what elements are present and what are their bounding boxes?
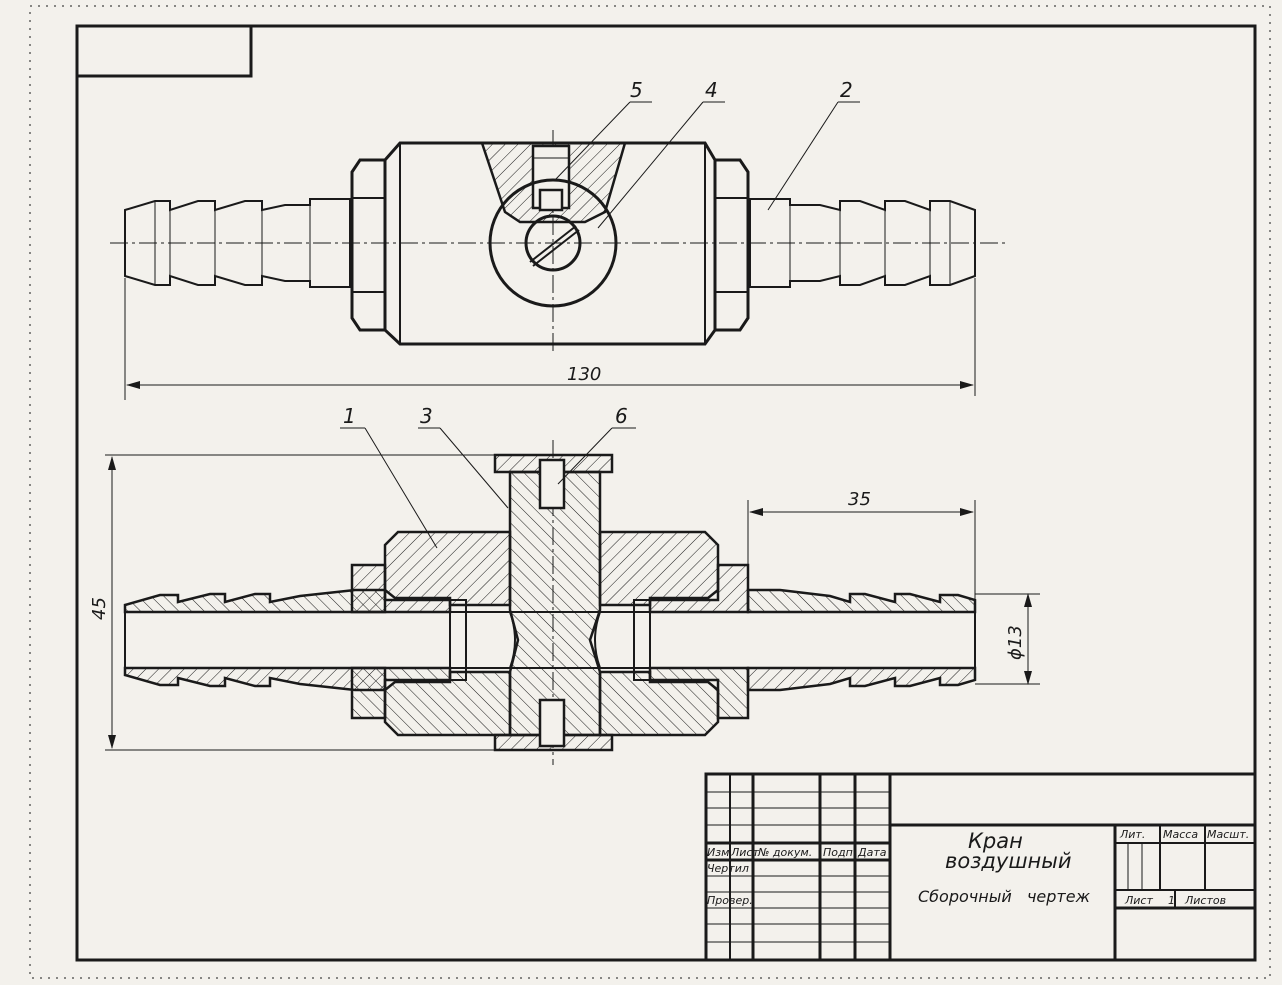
sheets-label: Листов <box>1184 894 1226 907</box>
right-nut <box>713 158 750 332</box>
position-6: 6 <box>615 404 628 428</box>
plug-3-section <box>508 470 602 737</box>
left-barb-wall-bottom <box>123 666 387 692</box>
mass-label: Масса <box>1163 828 1198 841</box>
drawing-title-line2: воздушный <box>945 849 1072 873</box>
left-nut <box>350 158 387 332</box>
scale-label: Масшт. <box>1207 828 1249 841</box>
col-list: Лист <box>730 846 759 859</box>
col-izm: Изм <box>707 846 729 859</box>
left-barb-wall-top <box>123 588 387 614</box>
position-3: 3 <box>420 404 433 428</box>
position-1: 1 <box>343 404 356 428</box>
col-date: Дата <box>857 846 887 859</box>
title-block: Изм Лист № докум. Подп. Дата Чертил Пров… <box>704 772 1257 962</box>
left-hose-barb <box>124 198 351 288</box>
drawing-title-line1: Кран <box>968 829 1023 853</box>
position-5: 5 <box>630 78 643 102</box>
dimension-diameter-13: ϕ13 <box>1005 625 1026 660</box>
col-doc-number: № докум. <box>757 846 812 859</box>
row-drawn-by: Чертил <box>707 862 749 875</box>
section-view: 45 35 ϕ13 1 3 6 <box>89 404 1040 765</box>
col-signature: Подп. <box>823 846 856 859</box>
document-type: Сборочный чертеж <box>918 887 1091 906</box>
right-barb-wall-top <box>746 588 977 614</box>
top-view: 130 5 4 2 <box>110 78 1005 400</box>
row-checked-by: Провер. <box>707 894 753 907</box>
sheet-label: Лист <box>1124 894 1153 907</box>
right-hose-barb <box>749 198 976 288</box>
sheet-number: 1 <box>1168 894 1175 907</box>
body-1-section-bottom <box>383 670 512 737</box>
drawing-frame <box>75 24 1257 962</box>
right-barb-wall-bottom <box>746 666 977 692</box>
outer-trim-line <box>29 5 1271 979</box>
dimension-35: 35 <box>848 489 871 510</box>
position-2: 2 <box>840 78 853 102</box>
lit-label: Лит. <box>1119 828 1145 841</box>
body-1-section-top <box>383 530 512 607</box>
dimension-45: 45 <box>89 597 110 620</box>
dimension-130: 130 <box>567 364 601 385</box>
position-4: 4 <box>705 78 718 102</box>
plug-4 <box>488 178 618 308</box>
corner-stamp-box <box>75 24 253 78</box>
